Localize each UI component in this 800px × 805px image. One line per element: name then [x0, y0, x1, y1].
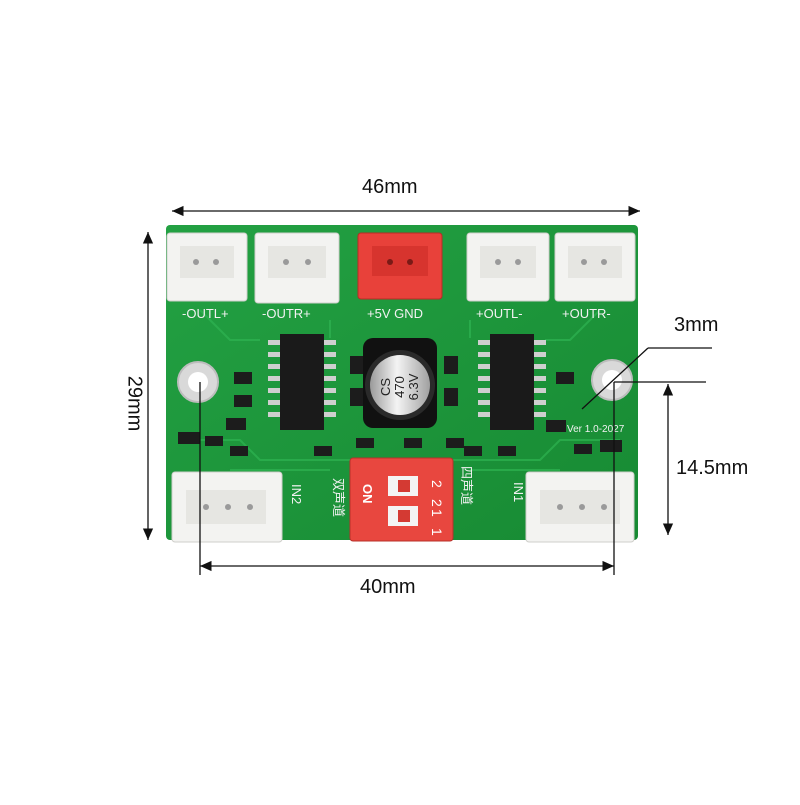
- connector-out-r2: [554, 232, 636, 302]
- dip-switch-label-1-top: 1: [429, 509, 445, 517]
- dip-switch-label-1-bottom: 1: [429, 528, 445, 536]
- electrolytic-capacitor: CS 470 6.3V: [363, 338, 437, 428]
- connector-power: [357, 232, 443, 300]
- amplifier-chip-right: [478, 334, 546, 430]
- capacitor-voltage: 6.3V: [406, 373, 421, 400]
- dimension-height-left: 29mm: [123, 375, 146, 432]
- connector-in2: [171, 471, 283, 543]
- label-out-r1: -OUTR+: [262, 306, 311, 321]
- capacitor-value: 470: [392, 376, 407, 398]
- connector-out-r1: [254, 232, 340, 304]
- dimension-hole-diameter: 3mm: [674, 314, 719, 336]
- label-in1: IN1: [511, 482, 526, 502]
- smd-components: [178, 356, 622, 456]
- label-out-r2: +OUTR-: [562, 306, 611, 321]
- dip-switch: ON 1 2 1 2: [349, 457, 454, 542]
- dip-switch-label-2-bottom: 2: [429, 499, 445, 507]
- dimension-width-top: 46mm: [362, 176, 418, 198]
- label-four-channel: 四声道: [458, 466, 473, 505]
- connector-in1: [525, 471, 635, 543]
- dimension-hole-spacing: 40mm: [360, 576, 416, 598]
- label-in2: IN2: [289, 484, 304, 504]
- capacitor-brand: CS: [378, 378, 393, 396]
- label-dual-channel: 双声道: [330, 478, 345, 517]
- amplifier-chip-left: [268, 334, 336, 430]
- connector-out-l2: [466, 232, 550, 302]
- mounting-hole-left: [177, 361, 219, 403]
- label-version: Ver 1.0-2027: [567, 424, 625, 435]
- dip-switch-label-2: 2: [429, 480, 445, 488]
- dip-switch-on-label: ON: [360, 484, 375, 504]
- label-out-l2: +OUTL-: [476, 306, 523, 321]
- connector-out-l1: [166, 232, 248, 302]
- dimension-hole-offset: 14.5mm: [676, 457, 749, 479]
- label-out-l1: -OUTL+: [182, 306, 229, 321]
- label-power: +5V GND: [367, 306, 423, 321]
- dimension-lines: [142, 205, 712, 575]
